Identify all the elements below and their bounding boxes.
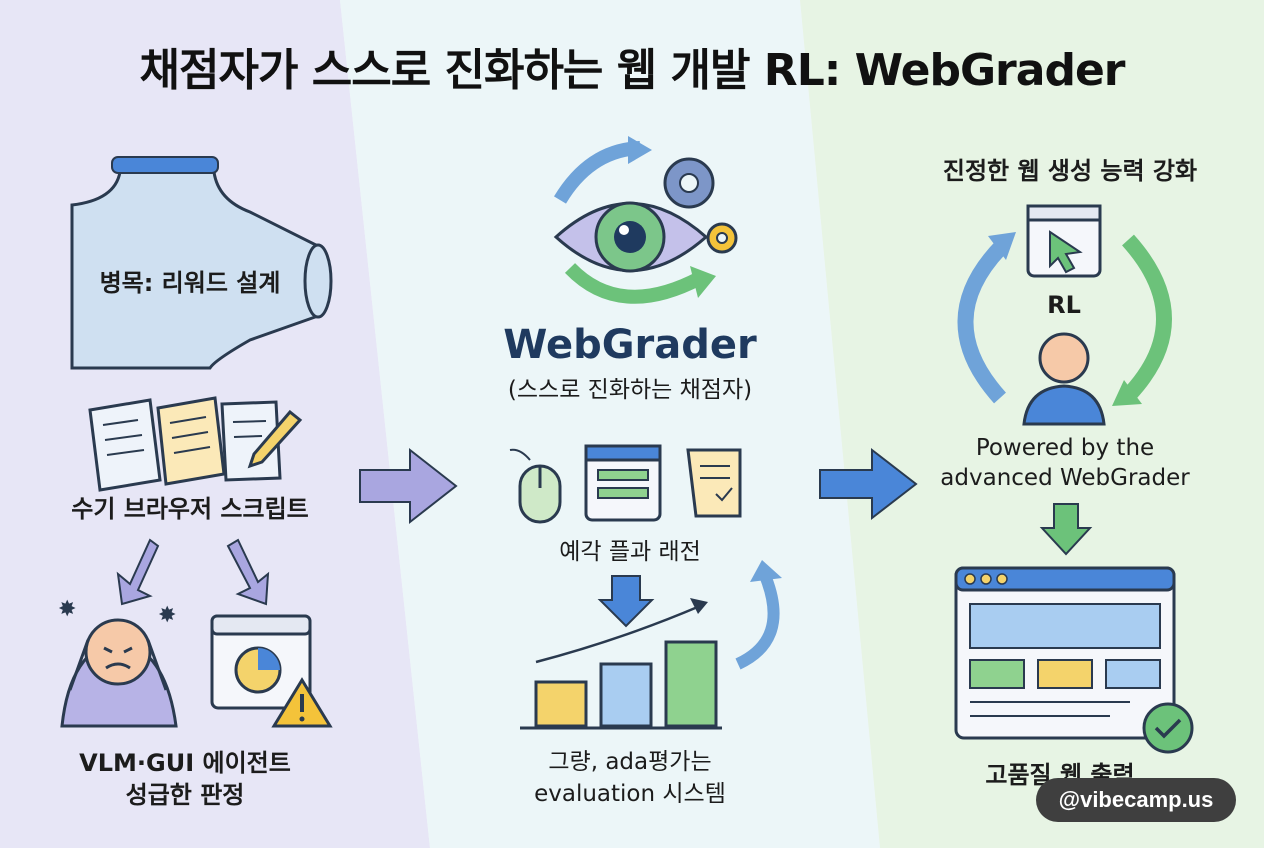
frustrated-person-icon: ✸ ✸ (58, 597, 178, 728)
form-window-icon (584, 444, 662, 522)
growth-bar-3 (664, 640, 718, 728)
output-webpage-icon (954, 566, 1194, 754)
bar-chart (534, 640, 718, 728)
transition-arrow-right (819, 447, 918, 521)
eval-label-line1: 그량, ada평가는 (548, 749, 712, 775)
watermark-badge: @vibecamp.us (1036, 778, 1236, 822)
powered-line1: Powered by the (975, 435, 1155, 461)
page-title: 채점자가 스스로 진화하는 웹 개발 RL: WebGrader (139, 45, 1126, 96)
growth-bar-1 (534, 680, 588, 728)
plan-label: 예각 플과 래전 (559, 539, 701, 565)
scripts-label: 수기 브라우저 스크립트 (71, 495, 309, 523)
browser-warning-icon (210, 614, 333, 728)
powered-line2: advanced WebGrader (940, 465, 1190, 491)
agents-label-line2: 성급한 판정 (125, 781, 245, 809)
transition-arrow-left (359, 447, 458, 525)
eval-label-line2: evaluation 시스템 (534, 781, 726, 807)
cursor-window-icon (1026, 204, 1102, 278)
svg-text:✸: ✸ (58, 597, 76, 622)
bottleneck-icon (70, 156, 333, 370)
user-avatar-icon (1022, 332, 1106, 426)
brand-name: WebGrader (503, 322, 757, 368)
eye-gear-icon (553, 136, 738, 304)
agents-label-line1: VLM·GUI 에이전트 (79, 749, 291, 777)
mouse-icon (509, 448, 562, 524)
brand-subtitle: (스스로 진화하는 채점자) (507, 377, 753, 403)
svg-text:✸: ✸ (158, 603, 176, 628)
rl-label: RL (1047, 291, 1081, 319)
bottleneck-label: 병목: 리워드 설계 (99, 269, 281, 297)
right-heading: 진정한 웹 생성 능력 강화 (942, 157, 1198, 185)
documents-icon (88, 396, 303, 492)
growth-bar-2 (599, 662, 653, 728)
scroll-icon (686, 448, 742, 518)
